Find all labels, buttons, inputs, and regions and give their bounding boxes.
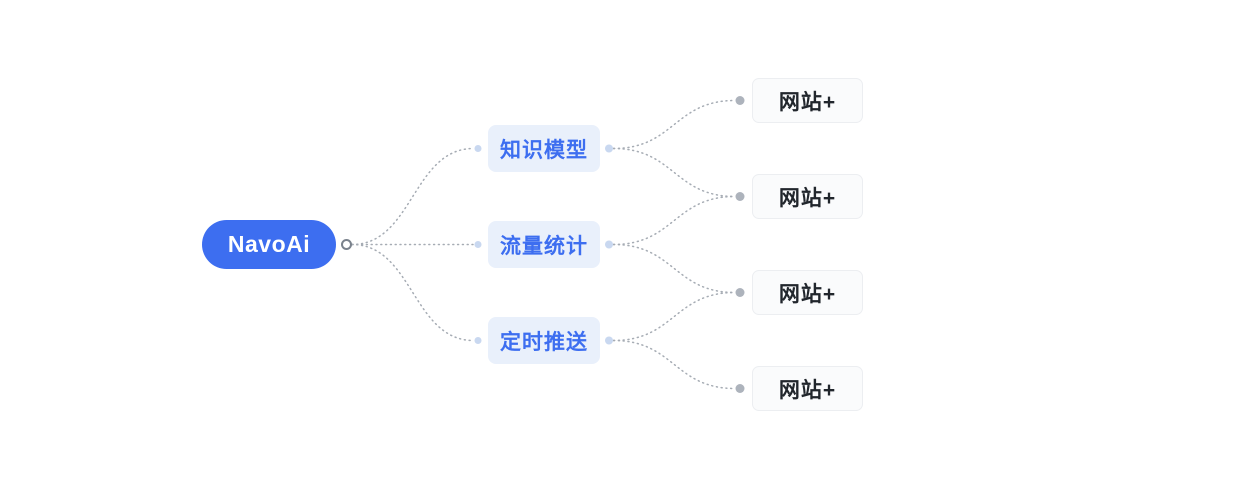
connector-line <box>612 291 736 342</box>
anchor-dot <box>735 192 745 201</box>
anchor-dot <box>474 145 482 152</box>
leaf-node-website-4[interactable]: 网站+ <box>752 366 863 411</box>
connector-line <box>612 147 736 198</box>
connector-line <box>612 195 736 246</box>
anchor-dot <box>735 288 745 297</box>
leaf-node-website-1[interactable]: 网站+ <box>752 78 863 123</box>
leaf-node-website-2[interactable]: 网站+ <box>752 174 863 219</box>
anchor-dot <box>474 337 482 344</box>
connector-line <box>351 147 475 246</box>
root-node-navoai[interactable]: NavoAi <box>202 220 336 269</box>
anchor-dot <box>605 240 613 249</box>
anchor-dot <box>735 96 745 105</box>
branch-node-knowledge-model[interactable]: 知识模型 <box>488 125 600 172</box>
leaf-node-website-3[interactable]: 网站+ <box>752 270 863 315</box>
collapse-toggle-icon[interactable] <box>341 239 352 250</box>
branch-node-traffic-stats[interactable]: 流量统计 <box>488 221 600 268</box>
anchor-dot <box>605 336 613 345</box>
connector-line <box>612 243 736 294</box>
anchor-dot <box>735 384 745 393</box>
connector-line <box>612 339 736 390</box>
anchor-dot <box>474 241 482 248</box>
connector-line <box>351 243 475 342</box>
branch-node-scheduled-push[interactable]: 定时推送 <box>488 317 600 364</box>
connector-line <box>612 99 736 150</box>
anchor-dot <box>605 144 613 153</box>
